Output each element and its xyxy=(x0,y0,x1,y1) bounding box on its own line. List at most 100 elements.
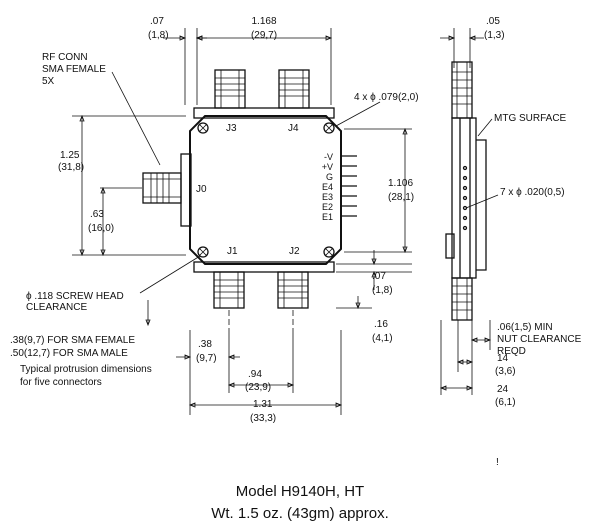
side-top-connector xyxy=(451,61,473,119)
dim-131-mm: (33,3) xyxy=(250,413,276,424)
dim-63-mm: (16,0) xyxy=(88,223,114,234)
connector-j4-body xyxy=(278,69,310,109)
dim-16-line xyxy=(336,296,372,310)
left-extension-lines xyxy=(72,115,186,256)
dim-24-mm: (6,1) xyxy=(495,397,516,408)
connector-j3-body xyxy=(214,69,246,109)
connector-label-j0: J0 xyxy=(196,184,207,195)
pin-label-e1: E1 xyxy=(322,212,333,222)
stray-tick-mark: ! xyxy=(496,457,499,468)
dim-07-top-mm: (1,8) xyxy=(148,30,169,41)
dim-94-line xyxy=(227,382,295,388)
dim-63-value: .63 xyxy=(90,209,104,220)
connector-j1-body xyxy=(213,271,245,309)
dim-94-mm: (23,9) xyxy=(245,382,271,393)
rf-conn-label-1: RF CONN xyxy=(42,52,88,63)
dim-16-value: .16 xyxy=(374,319,388,330)
dim-1168-value: 1.168 xyxy=(251,16,276,27)
dim-24-value: 24 xyxy=(497,384,509,395)
pin-label-e3: E3 xyxy=(322,192,333,202)
connector-label-j4: J4 xyxy=(288,123,299,134)
bottom-connector-flange xyxy=(193,261,335,273)
side-bottom-connector xyxy=(451,277,473,321)
dim-125-line xyxy=(79,114,85,257)
bottom-extension-lines xyxy=(189,330,342,415)
dim-1106-mm: (28,1) xyxy=(388,192,414,203)
protrusion-label-1: .38(9,7) FOR SMA FEMALE xyxy=(10,335,135,346)
connector-label-j2: J2 xyxy=(289,246,300,257)
side-pins xyxy=(462,165,468,231)
connector-j2-body xyxy=(277,271,309,309)
dim-07-top-value: .07 xyxy=(150,16,164,27)
side-view xyxy=(439,28,499,395)
connector-centerlines xyxy=(228,310,294,330)
dim-07-right-mm: (1,8) xyxy=(372,285,393,296)
side-pin-block xyxy=(445,233,455,259)
nut-clearance-label-1: .06(1,5) MIN xyxy=(497,322,553,333)
protrusion-label-3: Typical protrusion dimensions xyxy=(20,364,152,375)
pin-label-neg-v: -V xyxy=(324,152,333,162)
dim-16-mm: (4,1) xyxy=(372,333,393,344)
dim-38-value: .38 xyxy=(198,339,212,350)
dim-38-line xyxy=(176,354,240,360)
dim-125-value: 1.25 xyxy=(60,150,80,161)
rf-conn-label-3: 5X xyxy=(42,76,55,87)
screw-clearance-leader xyxy=(139,255,201,294)
rf-conn-label-2: SMA FEMALE xyxy=(42,64,106,75)
nut-clearance-label-2: NUT CLEARANCE xyxy=(497,334,582,345)
mount-holes-label: 4 x ϕ .079(2,0) xyxy=(354,92,419,103)
side-body-inner-lines xyxy=(459,118,471,278)
dim-14-value: 14 xyxy=(497,353,509,364)
pin-header xyxy=(341,155,357,217)
connector-label-j3: J3 xyxy=(226,123,237,134)
dim-14-mm: (3,6) xyxy=(495,366,516,377)
mounting-hole-br xyxy=(323,246,335,258)
dim-1106-value: 1.106 xyxy=(388,178,413,189)
pins-label: 7 x ϕ .020(0,5) xyxy=(500,187,565,198)
dim-131-value: 1.31 xyxy=(253,399,273,410)
protrusion-label-2: .50(12,7) FOR SMA MALE xyxy=(10,348,128,359)
mtg-surface-leader xyxy=(477,118,493,137)
screw-clearance-label-2: CLEARANCE xyxy=(26,302,87,313)
pin-label-g: G xyxy=(326,172,333,182)
module-body-outline xyxy=(189,115,342,265)
dim-1106-line xyxy=(402,127,408,254)
connector-label-j1: J1 xyxy=(227,246,238,257)
connector-j0-body xyxy=(142,172,182,204)
dim-07-right-line xyxy=(371,250,377,290)
dim-94-value: .94 xyxy=(248,369,262,380)
rf-conn-leader xyxy=(111,71,161,166)
dim-38-mm: (9,7) xyxy=(196,353,217,364)
dim-07-right-value: .07 xyxy=(372,271,386,282)
dim-1168-mm: (29,7) xyxy=(251,30,277,41)
dim-05-mm: (1,3) xyxy=(484,30,505,41)
dim-24-line xyxy=(439,385,474,391)
pins-leader xyxy=(465,194,499,209)
top-extension-lines xyxy=(184,28,332,105)
pin-label-pos-v: +V xyxy=(322,162,333,172)
nut-clearance-label-3: REQD xyxy=(497,346,526,357)
caption-model: Model H9140H, HT xyxy=(236,483,364,500)
dim-63-line xyxy=(100,186,106,257)
dim-131-line xyxy=(188,402,343,408)
mounting-hole-tl xyxy=(197,122,209,134)
mount-holes-leader xyxy=(335,101,381,127)
dim-05-line xyxy=(440,35,484,41)
dim-125-mm: (31,8) xyxy=(58,162,84,173)
nut-clearance-line xyxy=(470,337,492,343)
pin-label-e2: E2 xyxy=(322,202,333,212)
right-extension-lines xyxy=(344,128,412,253)
side-mtg-flange xyxy=(476,139,487,271)
mounting-hole-tr xyxy=(323,122,335,134)
dim-07-top-line xyxy=(163,35,207,41)
mounting-hole-bl xyxy=(197,246,209,258)
protrusion-arrow xyxy=(145,300,151,327)
mtg-surface-label: MTG SURFACE xyxy=(494,113,567,124)
dim-05-value: .05 xyxy=(486,16,500,27)
dim-14-line xyxy=(456,359,474,365)
side-top-extension-lines xyxy=(453,28,471,68)
protrusion-label-4: for five connectors xyxy=(20,377,102,388)
screw-clearance-label-1: ϕ .118 SCREW HEAD xyxy=(26,291,124,302)
